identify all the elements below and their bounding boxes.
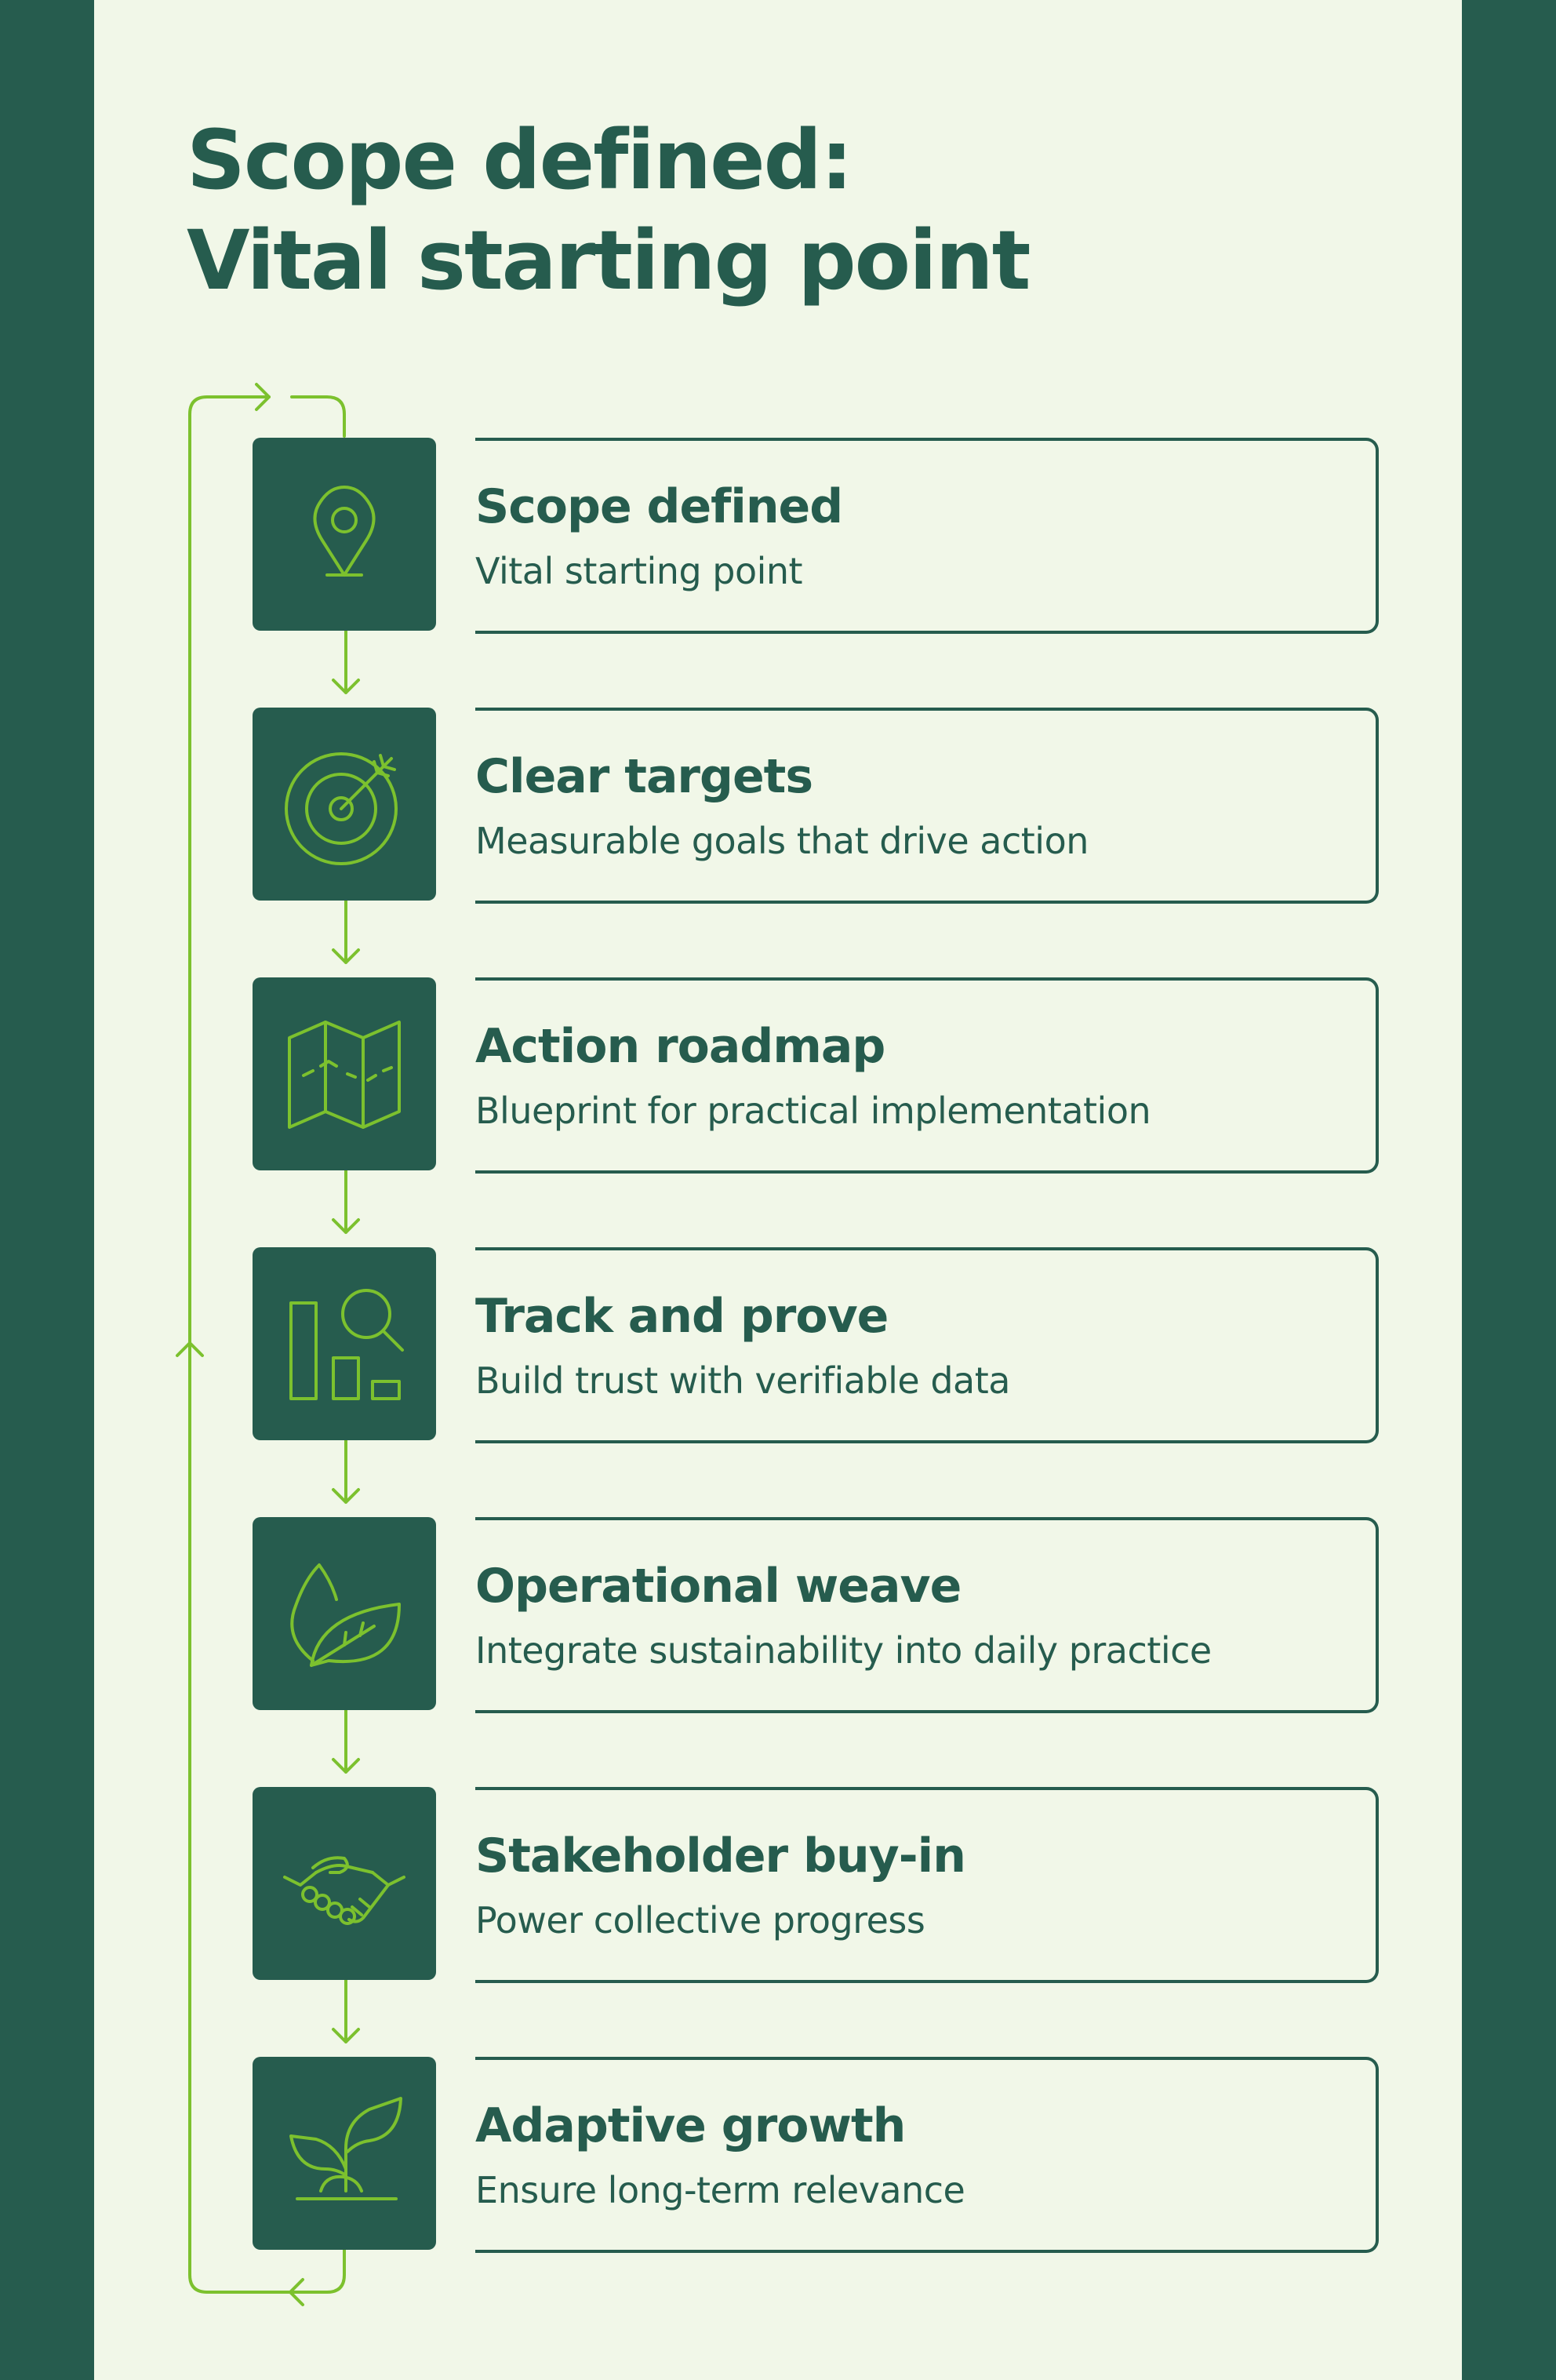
step-title: Scope defined xyxy=(475,479,843,534)
cycle-return-arrowhead-top xyxy=(255,383,271,411)
cycle-return-arrowhead-bottom xyxy=(289,2278,304,2306)
step-subtitle: Integrate sustainability into daily prac… xyxy=(475,1629,1212,1672)
chart-search-icon xyxy=(289,1289,404,1400)
step-card xyxy=(475,1787,1379,1983)
step-connector-1 xyxy=(332,629,360,694)
step-track-and-prove: Track and prove Build trust with verifia… xyxy=(253,1247,1379,1443)
step-card xyxy=(475,708,1379,904)
step-card xyxy=(475,2057,1379,2253)
step-icon-box xyxy=(253,1787,436,1980)
map-pin-icon xyxy=(313,486,376,577)
step-action-roadmap: Action roadmap Blueprint for practical i… xyxy=(253,977,1379,1174)
step-stakeholder-buy-in: Stakeholder buy-in Power collective prog… xyxy=(253,1787,1379,1983)
step-icon-box xyxy=(253,438,436,631)
step-subtitle: Measurable goals that drive action xyxy=(475,820,1089,862)
cycle-return-arrowhead-middle xyxy=(176,1341,204,1357)
step-card xyxy=(475,1517,1379,1713)
step-title: Adaptive growth xyxy=(475,2098,906,2153)
step-subtitle: Build trust with verifiable data xyxy=(475,1359,1010,1402)
step-connector-5 xyxy=(332,1709,360,1774)
handshake-icon xyxy=(283,1856,405,1925)
title-line-1: Scope defined: xyxy=(187,112,853,208)
step-card xyxy=(475,977,1379,1174)
step-subtitle: Vital starting point xyxy=(475,550,803,592)
step-title: Action roadmap xyxy=(475,1019,885,1074)
cycle-return-start-tail xyxy=(290,395,346,438)
step-operational-weave: Operational weave Integrate sustainabili… xyxy=(253,1517,1379,1713)
step-card xyxy=(475,438,1379,634)
title-line-2: Vital starting point xyxy=(187,213,1031,308)
target-icon xyxy=(285,752,398,865)
step-subtitle: Power collective progress xyxy=(475,1899,925,1941)
step-connector-6 xyxy=(332,1978,360,2043)
step-connector-2 xyxy=(332,899,360,964)
step-scope-defined: Scope defined Vital starting point xyxy=(253,438,1379,634)
step-subtitle: Blueprint for practical implementation xyxy=(475,1090,1151,1132)
step-clear-targets: Clear targets Measurable goals that driv… xyxy=(253,708,1379,904)
step-adaptive-growth: Adaptive growth Ensure long-term relevan… xyxy=(253,2057,1379,2253)
cycle-return-line xyxy=(188,395,346,2294)
step-title: Track and prove xyxy=(475,1289,889,1344)
leaves-icon xyxy=(290,1563,401,1667)
map-icon xyxy=(288,1021,401,1129)
step-connector-4 xyxy=(332,1439,360,1504)
step-icon-box xyxy=(253,1517,436,1710)
step-icon-box xyxy=(253,977,436,1170)
step-connector-3 xyxy=(332,1169,360,1234)
step-card xyxy=(475,1247,1379,1443)
step-title: Operational weave xyxy=(475,1559,962,1614)
sprout-icon xyxy=(289,2097,402,2200)
step-subtitle: Ensure long-term relevance xyxy=(475,2169,965,2211)
step-title: Stakeholder buy-in xyxy=(475,1829,966,1883)
step-icon-box xyxy=(253,708,436,901)
step-title: Clear targets xyxy=(475,749,813,804)
page-title: Scope defined: Vital starting point xyxy=(187,110,1031,311)
step-icon-box xyxy=(253,1247,436,1440)
step-icon-box xyxy=(253,2057,436,2250)
